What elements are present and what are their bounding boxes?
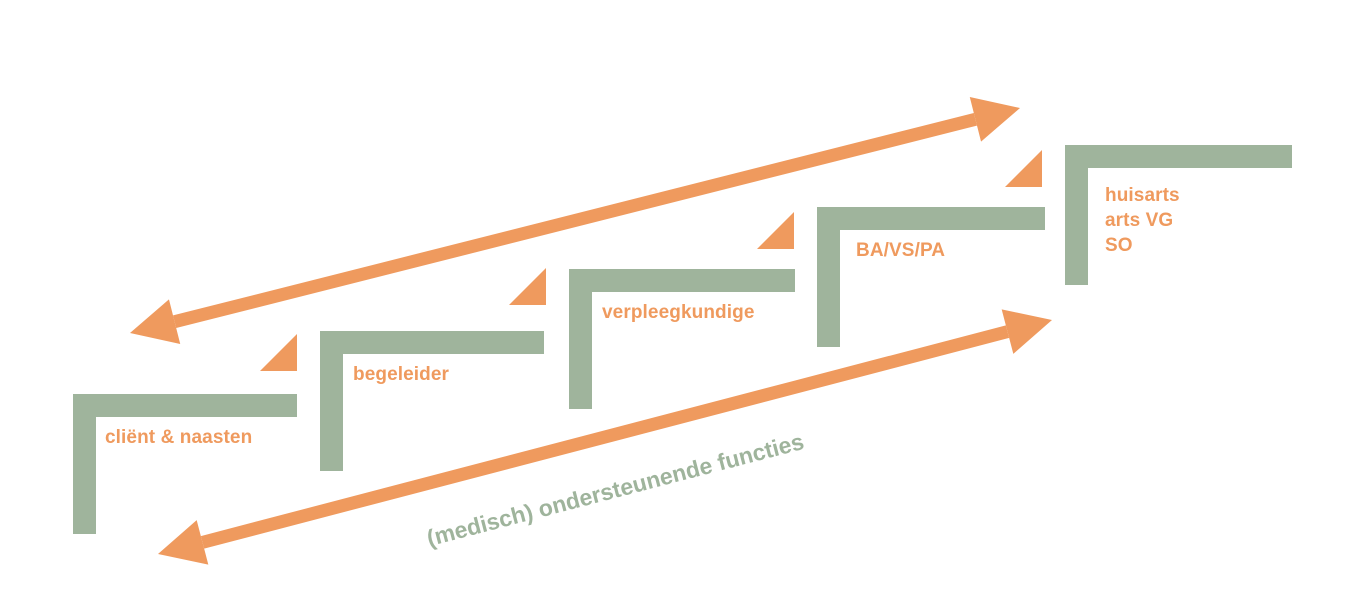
lower-arrow-head-end — [1001, 309, 1052, 354]
arrows-layer — [130, 96, 1052, 565]
upper-arrow-head-end — [130, 299, 181, 345]
triangles-layer — [260, 150, 1042, 371]
triangle-1 — [260, 334, 297, 371]
bracket-client-naasten — [73, 394, 297, 534]
triangle-4 — [1005, 150, 1042, 187]
step-label-ba-vs-pa: BA/VS/PA — [856, 240, 946, 261]
step-label-verpleegkundige: verpleegkundige — [602, 302, 755, 323]
bracket-verpleegkundige — [569, 269, 795, 409]
step-label-client-naasten: cliënt & naasten — [105, 427, 253, 448]
bracket-huisarts-arts-vg-so — [1065, 145, 1292, 285]
lower-arrow-head-start — [158, 520, 209, 565]
upper-arrow-shaft — [173, 112, 977, 329]
step-label-huisarts-arts-vg-so: huisarts arts VG SO — [1105, 185, 1180, 256]
step-label-begeleider: begeleider — [353, 364, 450, 385]
bracket-ba-vs-pa — [817, 207, 1045, 347]
brackets-layer — [73, 145, 1292, 534]
lower-arrow-shaft — [200, 325, 1010, 549]
triangle-3 — [757, 212, 794, 249]
triangle-2 — [509, 268, 546, 305]
upper-arrow-head-start — [969, 96, 1020, 142]
bracket-begeleider — [320, 331, 544, 471]
